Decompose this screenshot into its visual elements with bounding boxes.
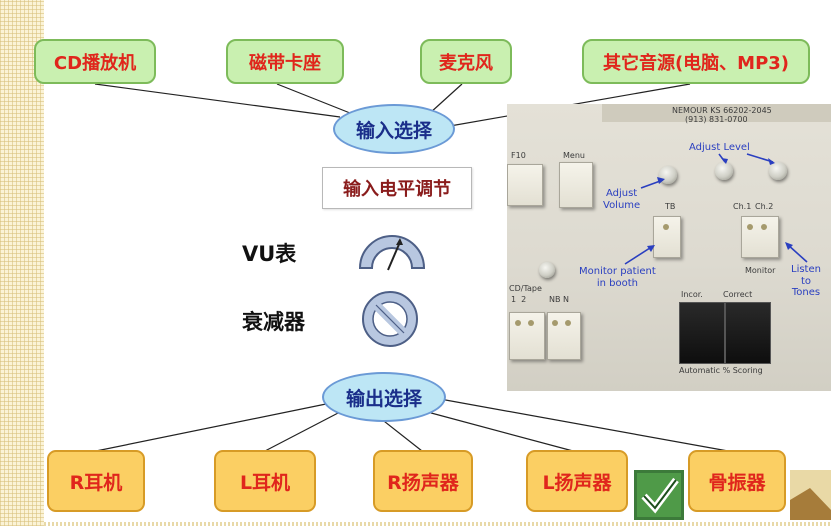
photo-auto-scoring-label: Automatic % Scoring	[679, 366, 763, 375]
photo-menu-label: Menu	[563, 151, 585, 160]
output-r-speaker: R扬声器	[373, 450, 473, 512]
line-mic-to-input	[429, 83, 463, 114]
source-microphone-label: 麦克风	[439, 52, 493, 74]
bottom-band	[44, 522, 831, 526]
line-output-to-r-earphone	[95, 403, 327, 452]
vu-meter-label: VU表	[242, 242, 297, 266]
photo-led-ch1	[747, 224, 753, 230]
photo-annotation-monitor-patient: Monitor patient in booth	[579, 266, 656, 289]
output-bone-conductor-label: 骨振器	[708, 471, 766, 494]
photo-annotation-listen-tones: Listen to Tones	[791, 264, 821, 298]
photo-annotation-adjust-level: Adjust Level	[689, 142, 750, 153]
photo-f10-label: F10	[511, 151, 526, 160]
input-level-label: 输入电平调节	[343, 179, 451, 200]
photo-incor-label: Incor.	[681, 290, 703, 299]
output-select-node: 输出选择	[322, 372, 446, 422]
photo-correct-label: Correct	[723, 290, 753, 299]
photo-led-1	[515, 320, 521, 326]
input-level-box: 输入电平调节	[322, 167, 472, 209]
photo-monitor-label: Monitor	[745, 266, 776, 275]
photo-header-line1: NEMOUR KS 66202-2045	[672, 106, 772, 115]
photo-cd-tape-nums: 1 2	[511, 295, 527, 304]
photo-annotation-adjust-volume: Adjust Volume	[603, 188, 641, 211]
photo-led-n	[565, 320, 571, 326]
photo-button-incorrect	[679, 302, 725, 364]
output-l-speaker-label: L扬声器	[542, 471, 612, 494]
source-cd-player: CD播放机	[34, 39, 156, 84]
photo-button-correct	[725, 302, 771, 364]
line-output-to-l-earphone	[264, 411, 341, 452]
source-cd-player-label: CD播放机	[53, 52, 137, 74]
photo-led-tb	[663, 224, 669, 230]
input-select-label: 输入选择	[355, 119, 432, 142]
attenuator-icon	[362, 291, 418, 347]
photo-knob-ch2	[769, 162, 787, 180]
decorative-stripe	[0, 0, 44, 526]
source-tape-deck: 磁带卡座	[226, 39, 344, 84]
output-r-earphone-label: R耳机	[69, 471, 123, 494]
output-r-earphone: R耳机	[47, 450, 145, 512]
output-r-speaker-label: R扬声器	[387, 471, 459, 494]
source-other-label: 其它音源(电脑、MP3)	[602, 52, 790, 74]
source-tape-deck-label: 磁带卡座	[249, 52, 321, 74]
partial-image-icon	[790, 470, 831, 520]
photo-button-monitor	[741, 216, 779, 258]
photo-cd-tape-label: CD/Tape	[509, 284, 542, 293]
output-select-label: 输出选择	[345, 387, 422, 410]
photo-ch2-label: Ch.2	[755, 202, 774, 211]
audiometer-panel-photo: NEMOUR KS 66202-2045 (913) 831-0700 F10 …	[507, 104, 831, 391]
line-output-to-bone	[439, 398, 729, 452]
photo-tb-label: TB	[665, 202, 676, 211]
output-bone-conductor: 骨振器	[688, 450, 786, 512]
photo-header-line2: (913) 831-0700	[685, 115, 748, 124]
photo-annotation-arrows	[624, 153, 808, 265]
checkmark-icon	[634, 470, 684, 520]
source-other: 其它音源(电脑、MP3)	[582, 39, 810, 84]
photo-led-nb	[552, 320, 558, 326]
photo-button-tb	[653, 216, 681, 258]
photo-button-f10	[507, 164, 543, 206]
photo-label-strip	[602, 104, 831, 122]
input-select-node: 输入选择	[333, 104, 455, 154]
photo-knob-ch1	[715, 162, 733, 180]
line-cd-to-input	[94, 83, 341, 118]
photo-knob-cd-tape	[539, 262, 555, 278]
photo-led-ch2	[761, 224, 767, 230]
photo-nb-n-label: NB N	[549, 295, 569, 304]
output-l-speaker: L扬声器	[526, 450, 628, 512]
photo-button-menu	[559, 162, 593, 208]
photo-ch1-label: Ch.1	[733, 202, 752, 211]
source-microphone: 麦克风	[420, 39, 512, 84]
photo-led-2	[528, 320, 534, 326]
output-l-earphone: L耳机	[214, 450, 316, 512]
line-output-to-l-speaker	[419, 409, 574, 452]
line-output-to-r-speaker	[379, 417, 423, 452]
output-l-earphone-label: L耳机	[239, 471, 291, 494]
line-tape-to-input	[276, 83, 351, 114]
attenuator-label: 衰减器	[242, 310, 305, 334]
vu-meter-icon	[358, 235, 426, 271]
